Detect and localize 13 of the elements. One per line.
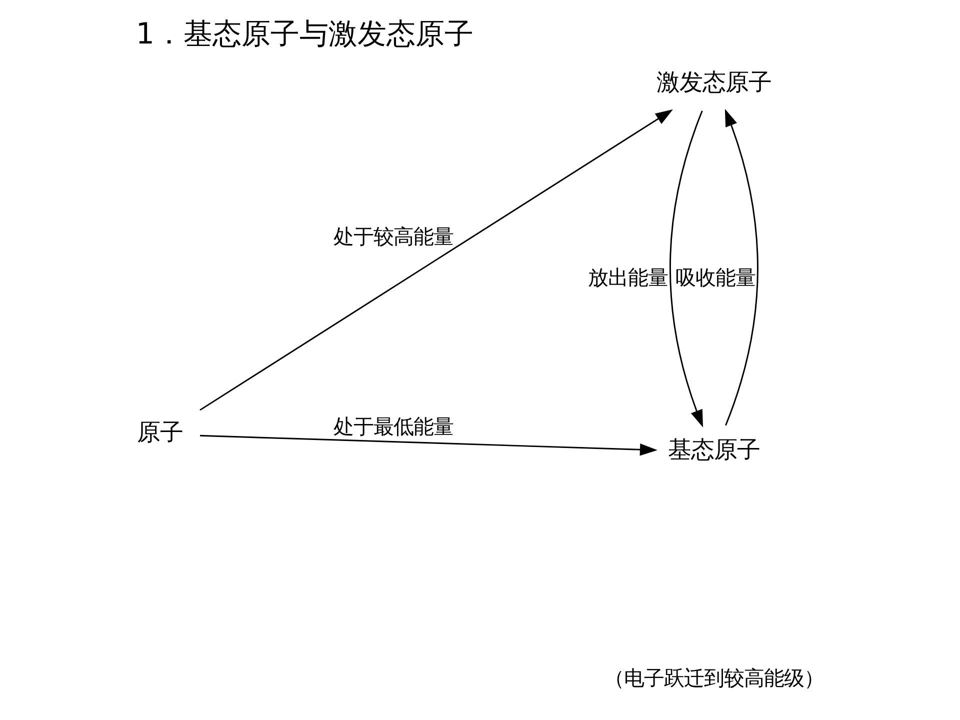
label: （电子跃迁到较高能级） <box>603 666 824 690</box>
arrow <box>199 109 672 411</box>
arrow <box>199 434 657 456</box>
arrow <box>724 108 758 426</box>
edge-label: 吸收能量 <box>674 265 755 290</box>
node-text: 激发态原子 <box>656 68 771 96</box>
edge-label: 处于较高能量 <box>333 224 454 249</box>
node-text: 原子 <box>136 418 183 446</box>
edge-label: 放出能量 <box>587 265 668 290</box>
diagram-title: 1．基态原子与激发态原子 <box>135 16 473 50</box>
arrow <box>669 110 703 428</box>
node-text: 基态原子 <box>667 435 760 464</box>
edge-label: 处于最低能量 <box>333 414 454 438</box>
